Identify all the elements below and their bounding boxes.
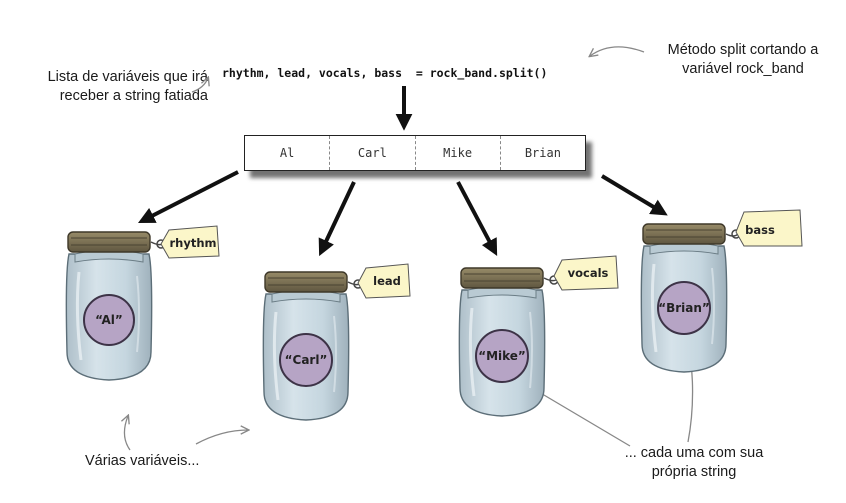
annotation-split-method: Método split cortando a variável rock_ba… — [667, 42, 819, 77]
arrow-to-jar-2 — [318, 181, 356, 257]
pointer-arrow-jar-1 — [124, 416, 131, 451]
jar-4-value: “Brian” — [658, 301, 710, 315]
split-result-box: Al Carl Mike Brian — [244, 135, 586, 171]
code-split-statement: rhythm, lead, vocals, bass = rock_band.s… — [222, 66, 548, 80]
jar-1-tag: rhythm — [169, 236, 216, 250]
pointer-arrow-jar-2 — [195, 430, 248, 445]
jar-1-value: “Al” — [95, 313, 123, 327]
arrow-to-jar-4 — [600, 174, 668, 216]
annotation-own-string: ... cada uma com sua própria string — [624, 445, 764, 480]
split-cell-1: Al — [245, 136, 331, 170]
jar-3-value: “Mike” — [478, 349, 526, 363]
jar-3: “Mike” vocals — [457, 255, 619, 418]
pointer-arrow-left — [191, 78, 208, 93]
arrow-to-jar-1 — [138, 170, 239, 224]
split-cell-3: Mike — [416, 136, 501, 170]
arrow-to-jar-3 — [456, 181, 498, 256]
annotation-variable-list: Lista de variáveis que irá receber a str… — [47, 69, 208, 104]
jar-4-tag: bass — [745, 223, 775, 237]
jar-2-tag: lead — [373, 274, 401, 288]
annotation-several-variables: Várias variáveis... — [85, 453, 200, 469]
jar-2: “Carl” lead — [261, 263, 411, 422]
jar-3-tag: vocals — [568, 266, 609, 280]
jar-4: “Brian” bass — [639, 209, 803, 374]
split-cell-2: Carl — [330, 136, 416, 170]
jar-2-value: “Carl” — [285, 353, 328, 367]
jar-1: “Al” rhythm — [64, 225, 220, 382]
pointer-arrow-right — [590, 46, 645, 56]
split-cell-4: Brian — [524, 146, 561, 160]
